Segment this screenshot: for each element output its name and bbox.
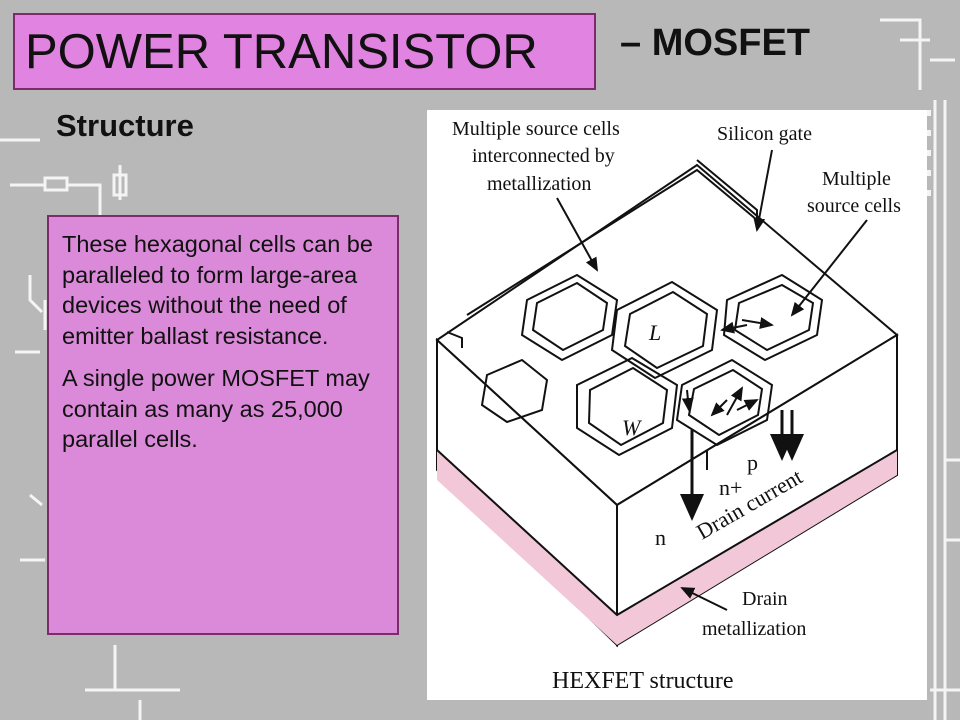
section-heading: Structure (56, 108, 194, 143)
paragraph-hexagonal-cells: These hexagonal cells can be paralleled … (62, 231, 373, 349)
hex-cell-3-inner (733, 283, 815, 352)
hexfet-diagram: Multiple source cells interconnected by … (435, 118, 901, 694)
hex-cell-3 (722, 273, 824, 362)
label-multi-source-1: Multiple source cells (452, 118, 620, 140)
label-multi-source-3: metallization (487, 173, 591, 195)
hex-cell-2 (610, 280, 719, 380)
label-n-plus: n+ (719, 475, 742, 500)
hex-cell-4 (576, 356, 679, 457)
label-drain: Drain (742, 588, 788, 610)
hex-cell-6 (480, 358, 549, 424)
hex-cell-5 (675, 358, 774, 447)
label-multiple: Multiple (822, 168, 891, 190)
title-box: POWER TRANSISTOR (13, 13, 596, 90)
hex-cell-1-inner (531, 281, 609, 352)
hex-cell-2-inner (623, 290, 709, 370)
slide-title: POWER TRANSISTOR (25, 24, 538, 79)
hex-cell-1 (520, 273, 619, 362)
label-W: W (622, 415, 642, 440)
hexfet-figure: Multiple source cells interconnected by … (427, 110, 927, 700)
label-silicon-gate: Silicon gate (717, 123, 812, 145)
slide-subtitle: – MOSFET (620, 22, 811, 64)
hex-cell-5-inner (687, 368, 764, 437)
label-multi-source-2: interconnected by (472, 145, 615, 167)
label-metallization: metallization (702, 618, 806, 640)
paragraph-parallel-cells: A single power MOSFET may contain as man… (62, 365, 370, 452)
figure-caption: HEXFET structure (552, 668, 734, 694)
hex-cell-4-inner (587, 366, 669, 447)
label-L: L (648, 320, 661, 345)
label-p: p (747, 450, 758, 475)
pink-layer-front (437, 450, 617, 645)
text-box: These hexagonal cells can be paralleled … (47, 215, 399, 635)
label-n: n (655, 525, 666, 550)
label-source-cells: source cells (807, 195, 901, 217)
